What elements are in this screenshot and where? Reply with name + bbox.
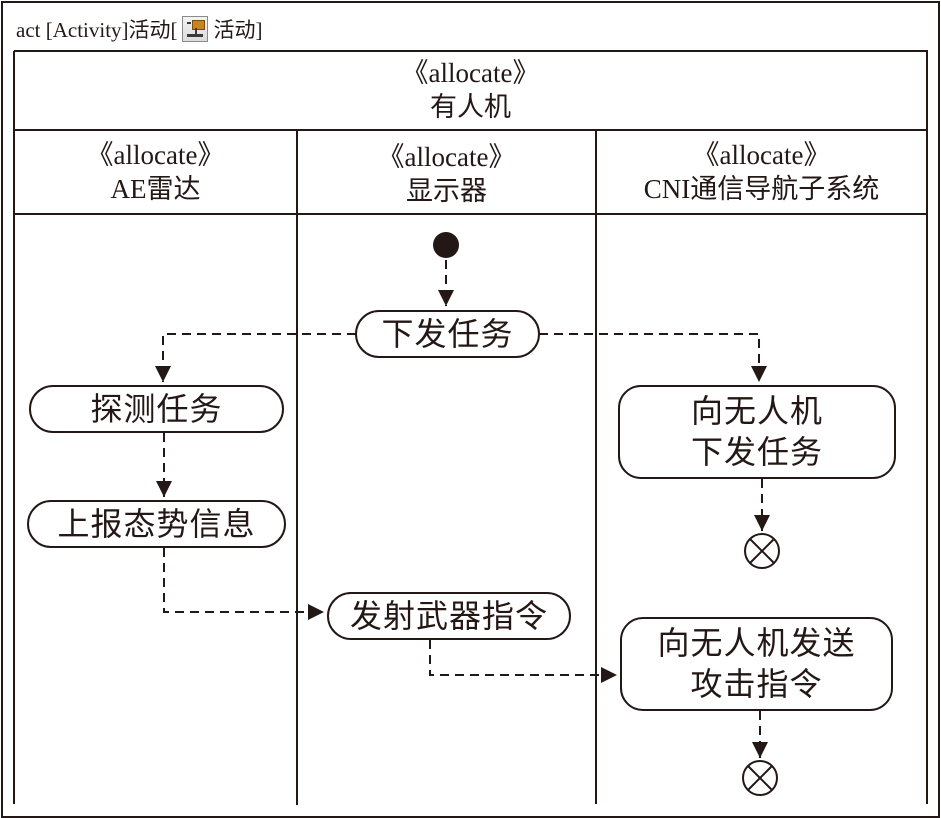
label-line-1: 向无人机 [690,392,823,430]
action-fire-weapon-label: 发射武器指令 [349,596,548,635]
flow-issue-to-detect [155,333,356,382]
swimlane-grid [13,50,928,805]
action-send-task-uav-label: 向无人机 下发任务 [619,386,895,478]
lane-header-cni: 《allocate》 CNI通信导航子系统 [596,138,927,206]
label-line-2: 下发任务 [690,433,823,471]
lane-name: 显示器 [406,176,487,206]
action-send-attack-uav-label: 向无人机发送 攻击指令 [621,618,892,710]
lane-stereotype: 《allocate》 [86,140,225,170]
action-detect-task-label: 探测任务 [90,389,223,428]
flow-issue-to-send-task-uav [539,333,767,382]
pool-stereotype: 《allocate》 [401,58,540,88]
label-line-1: 向无人机发送 [657,624,856,662]
action-issue-task-label: 下发任务 [381,314,514,353]
frame-title-prefix: act [Activity]活动[ [16,18,178,42]
lane-name: AE雷达 [110,174,201,204]
lane-header-ae-radar: 《allocate》 AE雷达 [14,138,297,206]
lane-header-display: 《allocate》 显示器 [297,140,596,208]
control-flows [155,260,770,758]
flow-fire-to-send-attack [429,640,617,683]
flow-final-node-1[interactable] [744,533,780,569]
label-line-2: 攻击指令 [690,665,823,703]
frame-title: act [Activity]活动[ 活动] [16,14,263,44]
action-send-task-uav[interactable] [618,385,896,479]
flow-report-to-fire [163,548,324,620]
action-report-situation[interactable] [27,500,286,548]
flow-final-node-2[interactable] [742,760,778,796]
lane-name: CNI通信导航子系统 [643,174,880,204]
initial-node[interactable] [433,232,459,258]
action-detect-task[interactable] [29,385,284,433]
pool-name: 有人机 [430,92,511,122]
pool-header: 《allocate》 有人机 [14,56,927,124]
action-fire-weapon[interactable] [327,592,571,640]
action-report-situation-label: 上报态势信息 [57,504,256,543]
lane-stereotype: 《allocate》 [377,142,516,172]
frame-title-suffix: 活动] [213,18,263,42]
action-send-attack-uav[interactable] [620,617,893,711]
action-issue-task[interactable] [355,310,540,358]
lane-stereotype: 《allocate》 [692,140,831,170]
activity-diagram-icon [181,16,208,42]
